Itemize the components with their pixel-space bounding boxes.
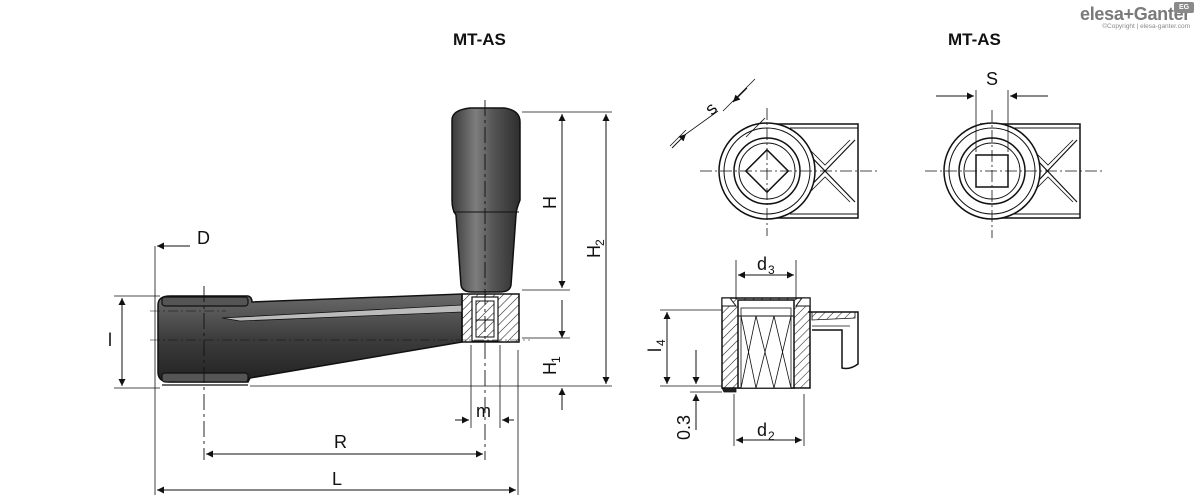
title-left: MT-AS: [453, 30, 506, 49]
dim-label-d2: d: [757, 420, 767, 440]
title-right: MT-AS: [948, 30, 1001, 49]
hub-bottom: [161, 372, 249, 383]
top-view-rotated: s: [669, 78, 877, 236]
hub-top: [161, 296, 249, 307]
crank-side-view: D l H H 2 H 1 m R L: [108, 100, 612, 495]
logo-badge: EG: [1174, 2, 1194, 13]
top-view-straight: S: [925, 69, 1102, 238]
dim-label-s: s: [701, 98, 722, 119]
dim-label-l: l: [108, 330, 112, 350]
dim-label-D: D: [197, 228, 210, 248]
dim-label-m: m: [476, 401, 491, 421]
logo-text: elesa+Ganter: [1080, 4, 1190, 24]
hub-section-view: d 3 l 4 0.3 d 2: [645, 254, 859, 446]
dim-label-R: R: [334, 432, 347, 452]
logo-copyright: ©Copyright | elesa-ganter.com: [1102, 23, 1190, 30]
grip-knob: [451, 107, 521, 293]
dim-label-H2-sub: 2: [593, 239, 607, 246]
dim-label-H1-sub: 1: [549, 356, 563, 363]
brand-logo: elesa+Ganter ©Copyright | elesa-ganter.c…: [1080, 2, 1194, 30]
dim-label-l4-sub: 4: [654, 339, 668, 346]
dim-label-S: S: [986, 69, 998, 89]
dim-label-d2-sub: 2: [768, 429, 775, 443]
dim-label-d3-sub: 3: [768, 263, 775, 277]
dim-label-H: H: [540, 196, 560, 209]
dim-label-L: L: [332, 469, 342, 489]
dim-label-l4: l: [645, 348, 665, 352]
dim-label-d3: d: [757, 254, 767, 274]
dim-label-0-3: 0.3: [674, 415, 694, 440]
dim-label-H2: H: [584, 245, 604, 258]
dim-label-H1: H: [540, 362, 560, 375]
